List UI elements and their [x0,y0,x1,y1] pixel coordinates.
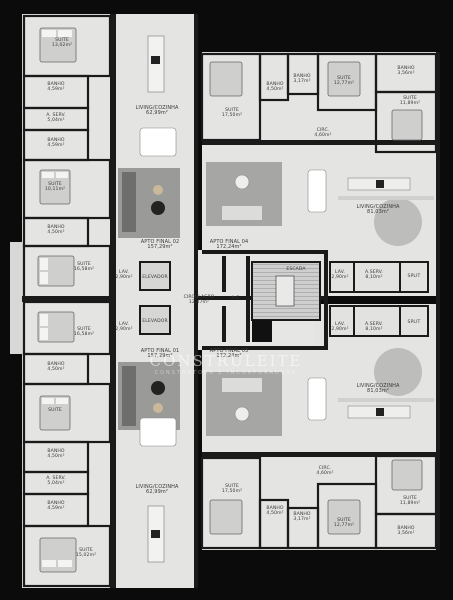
room-label: LIVING/COZINHA 62,99m² [135,105,179,117]
right-bottom-beds [209,459,423,535]
room-label: SUITE 16,58m² [73,327,95,338]
room-label: LIVING/COZINHA 62,99m² [135,484,179,496]
room-label: BANHO 4,50m² [266,506,284,517]
left-mid-wall [22,296,114,302]
room-label: SUITE 16,58m² [73,262,95,273]
core-label: LAV. 2,90m² [115,270,133,281]
left-side-balconies [10,242,24,354]
watermark-brand: CONSTRULEITE [149,352,303,370]
right-top-bottom-wall [202,250,324,254]
left-pillows [40,30,72,567]
apartment-label: APTO FINAL 02 157,29m² [140,239,180,251]
core-label: SPLIT [407,320,421,325]
elevator-2 [139,305,171,335]
core-label: LAV. 2,90m² [331,270,349,281]
room-label: BANHO 4,50m² [47,449,65,460]
room-label: CIRC. 4,60m² [314,128,332,139]
room-label: BANHO 4,59m² [47,501,65,512]
room-label: SUITE 12,77m² [333,76,355,87]
left-dining-tables [139,127,177,447]
right-bottom-divider [202,452,440,457]
room-label: BANHO 4,59m² [47,138,65,149]
room-label: SUITE 11,89m² [399,496,421,507]
left-living-furniture [118,35,180,563]
core-label: LAV. 2,90m² [331,322,349,333]
room-label: SUITE 10,11m² [44,182,66,193]
room-label: BANHO 4,50m² [47,225,65,236]
room-label: A. SERV. 5,04m² [46,476,66,487]
room-label: A. SERV. 5,04m² [46,113,66,124]
room-label: LIVING/COZINHA 81,03m² [356,383,400,395]
ac-shaft [252,320,272,342]
room-label: SUITE 15,02m² [75,548,97,559]
core-label: ELEVADOR [142,275,168,280]
right-bottom-rooms [200,454,438,550]
left-rooms [22,14,112,588]
core-label: A.C. [231,296,241,301]
room-label: SUITE 13,02m² [51,38,73,49]
elevator-1 [139,261,171,291]
room-label: SUITE 11,89m² [399,96,421,107]
right-top-beds [209,61,423,141]
core-label: LAV. 2,90m² [115,322,133,333]
left-outer-wall [194,14,198,588]
room-label: SUITE 17,50m² [221,108,243,119]
right-top-divider [202,140,440,145]
right-side-wall [436,52,440,550]
core-label: CIRCULAÇÃO 12,47m² [183,295,215,306]
apartment-label: APTO FINAL 01 157,29m² [140,348,180,360]
room-label: BANHO 3,56m² [397,66,415,77]
room-label: LIVING/COZINHA 81,03m² [356,204,400,216]
core-label: ESCADA [286,267,306,272]
room-label: BANHO 3,17m² [293,74,311,85]
room-label: CIRC. 4,60m² [316,466,334,477]
core-label: ELEVADOR [142,319,168,324]
stair-landing [275,275,295,307]
watermark-tagline: CONSTRUTORA E INCORPORADORA [154,370,298,376]
room-label: BANHO 4,59m² [47,82,65,93]
right-top-living [206,162,434,246]
right-bottom-top-wall [202,346,324,350]
room-label: SUITE 12,77m² [333,518,355,529]
room-label: BANHO 4,50m² [266,82,284,93]
room-label: BANHO 3,56m² [397,526,415,537]
room-label: BANHO 4,50m² [47,362,65,373]
room-label: SUITE 17,50m² [221,484,243,495]
right-bottom-living [206,348,434,436]
room-label: BANHO 3,17m² [293,512,311,523]
core-label: A.SERV. 8,10m² [365,270,383,281]
service-rooms [329,261,429,337]
room-label: SUITE [48,408,62,413]
core-label: SPLIT [407,274,421,279]
apartment-label: APTO FINAL 03 172,24m² [209,348,249,360]
apartment-label: APTO FINAL 04 172,24m² [209,239,249,251]
core-label: A.SERV. 8,10m² [365,322,383,333]
